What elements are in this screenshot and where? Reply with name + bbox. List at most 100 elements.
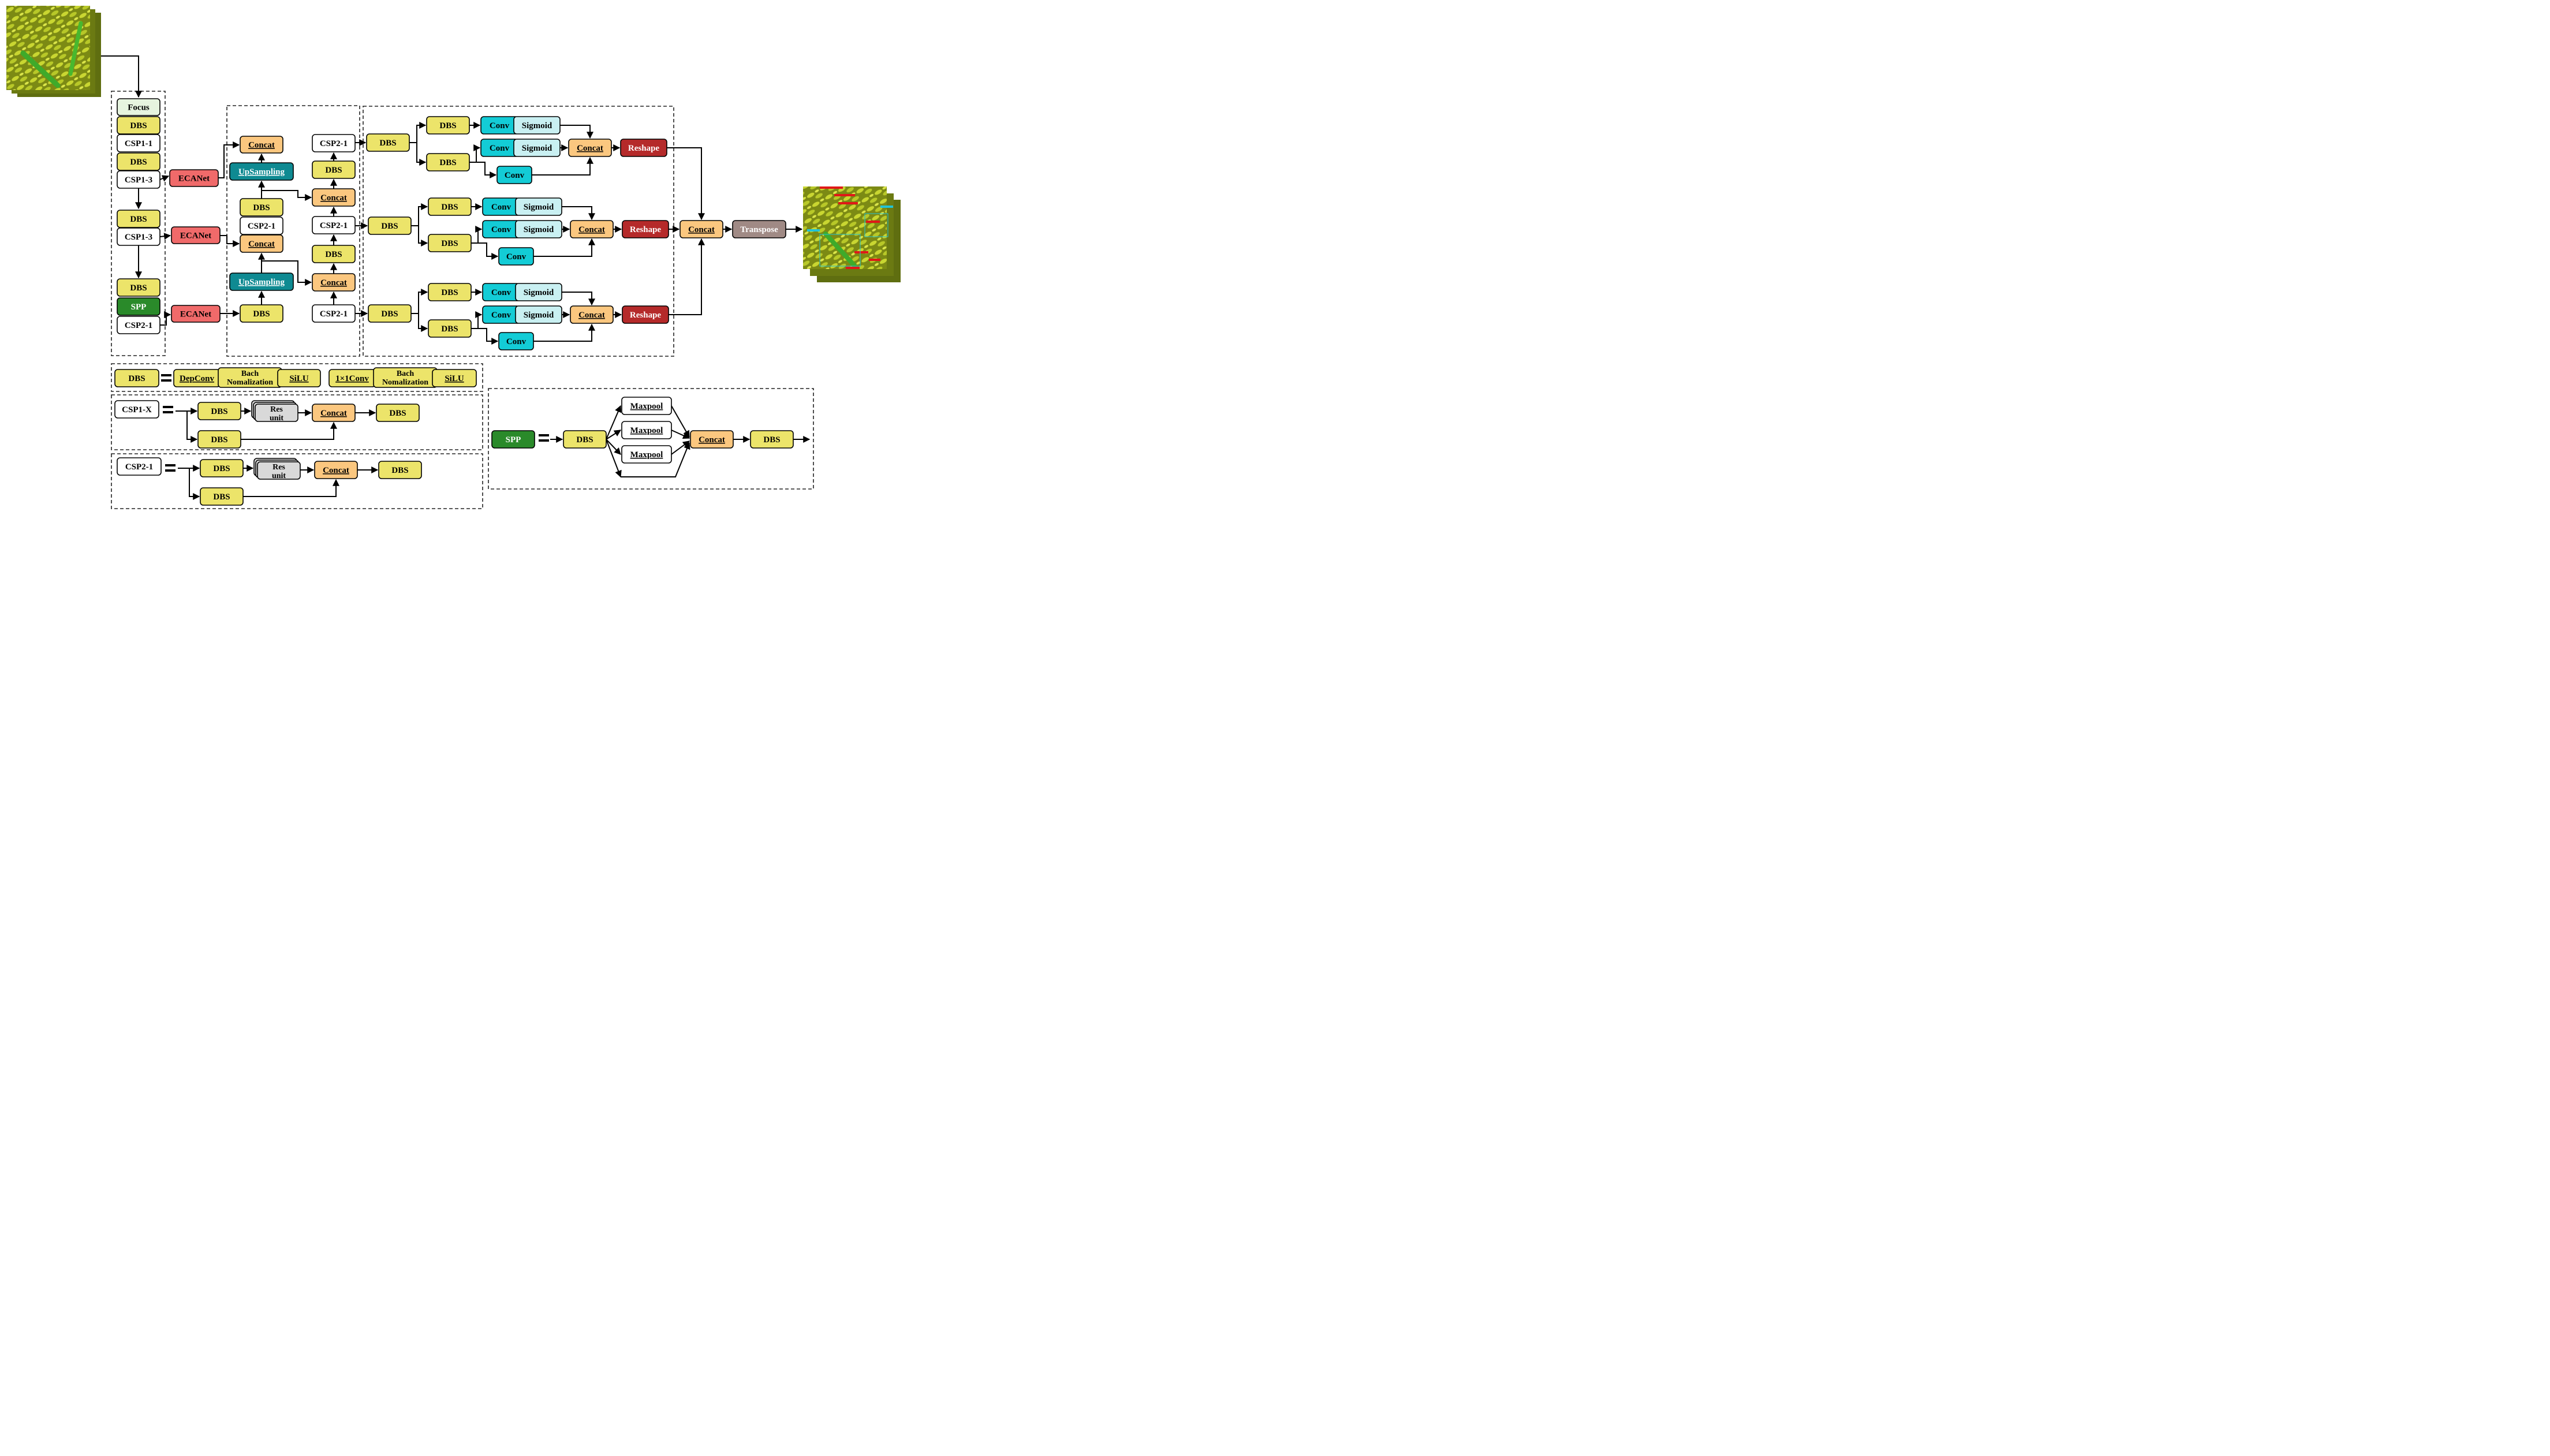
connector [160, 311, 171, 326]
focus-box: Focus [117, 98, 160, 116]
head-bot-dbs-label: DBS [381, 309, 398, 319]
head-bot-conv-2-label: Conv [491, 311, 512, 320]
neck-upsampling-1-label: UpSampling [238, 167, 285, 177]
head-bot-conv-1: Conv [482, 283, 520, 301]
connector [471, 311, 483, 329]
svg-text:Nomalization: Nomalization [382, 378, 428, 387]
head-bot-sigmoid-1: Sigmoid [515, 283, 562, 301]
ecanet-3-label: ECANet [180, 310, 211, 319]
connector [411, 289, 428, 314]
connector [418, 226, 428, 247]
connector [186, 411, 198, 443]
legend-1x1conv-label: 1×1Conv [335, 374, 369, 383]
backbone-spp: SPP [117, 297, 160, 316]
head-bot-conv-2: Conv [482, 305, 520, 324]
neck-concat-3: Concat [312, 188, 356, 207]
ecanet-2: ECANet [171, 226, 221, 244]
connector [220, 235, 240, 247]
neck-concat-1-label: Concat [248, 141, 275, 150]
transpose-box-label: Transpose [740, 225, 778, 234]
legend-spp: SPP [491, 430, 535, 449]
connector [562, 206, 595, 221]
head-mid-dbs-down: DBS [428, 234, 472, 252]
backbone-dbs-4-label: DBS [130, 283, 147, 293]
backbone-csp1-1: CSP1-1 [117, 134, 160, 152]
legend-dbs: DBS [114, 369, 159, 387]
connector [533, 323, 595, 342]
neck-upsampling-1: UpSampling [229, 162, 294, 181]
head-bot-conv-1-label: Conv [491, 288, 512, 297]
head-top-dbs-up: DBS [426, 116, 470, 135]
legend-csp2-1: CSP2-1 [117, 457, 162, 476]
connector [606, 430, 622, 440]
neck-csp2-1-top: CSP2-1 [312, 134, 356, 152]
backbone-dbs-2-label: DBS [130, 158, 147, 167]
head-mid-concat-label: Concat [578, 225, 605, 234]
backbone-csp1-3-b: CSP1-3 [117, 227, 160, 246]
ecanet-1-label: ECANet [178, 174, 210, 184]
legend-maxpool-1-label: Maxpool [630, 402, 663, 411]
connector [418, 313, 428, 332]
detection-result-image [803, 186, 901, 282]
legend-spp-dbs-2: DBS [750, 430, 794, 449]
neck-concat-2-label: Concat [248, 240, 275, 249]
connector [606, 405, 622, 440]
neck-csp2-1-mid-label: CSP2-1 [320, 221, 348, 230]
legend-maxpool-3-label: Maxpool [630, 450, 663, 460]
head-mid-dbs-label: DBS [381, 222, 398, 231]
svg-text:Bach: Bach [397, 369, 415, 378]
head-top-conv-1: Conv [480, 116, 518, 135]
head-mid-reshape: Reshape [622, 220, 669, 238]
neck-csp2-1-bot: CSP2-1 [312, 304, 356, 323]
neck-concat-1: Concat [240, 136, 283, 154]
ecanet-1: ECANet [169, 169, 219, 187]
head-mid-sigmoid-1: Sigmoid [515, 197, 562, 216]
head-mid-sigmoid-2: Sigmoid [515, 220, 562, 238]
backbone-spp-label: SPP [131, 303, 147, 312]
head-mid-dbs-up: DBS [428, 197, 472, 216]
connector [471, 226, 483, 244]
svg-text:unit: unit [270, 414, 283, 423]
head-top-conv-2: Conv [480, 139, 518, 157]
neck-dbs-3-label: DBS [325, 166, 342, 175]
legend-spp-concat-label: Concat [699, 435, 725, 445]
connector [101, 55, 142, 98]
head-mid-conv-2: Conv [482, 220, 520, 238]
legend-csp2-concat-label: Concat [323, 466, 349, 475]
legend-depconv: DepConv [173, 369, 221, 387]
head-bot-dbs-down: DBS [428, 319, 472, 338]
legend-maxpool-2-label: Maxpool [630, 426, 663, 435]
final-concat: Concat [679, 220, 723, 238]
head-top-concat: Concat [568, 139, 612, 157]
neck-upsampling-2-label: UpSampling [238, 278, 285, 287]
legend-maxpool-1: Maxpool [621, 397, 672, 415]
backbone-dbs-2: DBS [117, 152, 160, 171]
backbone-dbs-3: DBS [117, 210, 160, 228]
legend-maxpool-3: Maxpool [621, 445, 672, 464]
legend-csp1-concat-label: Concat [320, 409, 347, 418]
legend-dbs-equals [161, 374, 171, 382]
head-top-conv-2-label: Conv [490, 144, 510, 153]
connector [262, 260, 312, 286]
backbone-csp1-3-b-label: CSP1-3 [125, 233, 152, 242]
backbone-csp2-1-label: CSP2-1 [125, 321, 152, 330]
head-top-sigmoid-2-label: Sigmoid [522, 144, 552, 153]
connector [532, 156, 593, 176]
svg-text:Bach: Bach [241, 369, 259, 378]
head-mid-dbs-up-label: DBS [441, 203, 458, 212]
head-bot-reshape-label: Reshape [630, 311, 662, 320]
legend-spp-dbs-1: DBS [563, 430, 607, 449]
neck-concat-4: Concat [312, 273, 356, 292]
connector [159, 233, 171, 240]
connector [189, 468, 200, 500]
legend-silu-1: SiLU [277, 369, 321, 387]
neck-concat-2: Concat [240, 234, 283, 253]
head-bot-conv-3: Conv [498, 332, 534, 350]
legend-csp1-dbs-out-label: DBS [389, 409, 406, 418]
connector [671, 440, 690, 455]
legend-spp-label: SPP [506, 435, 521, 445]
backbone-csp1-1-label: CSP1-1 [125, 139, 152, 148]
legend-csp2-dbs-out: DBS [378, 461, 422, 479]
legend-csp2-concat: Concat [314, 461, 358, 479]
